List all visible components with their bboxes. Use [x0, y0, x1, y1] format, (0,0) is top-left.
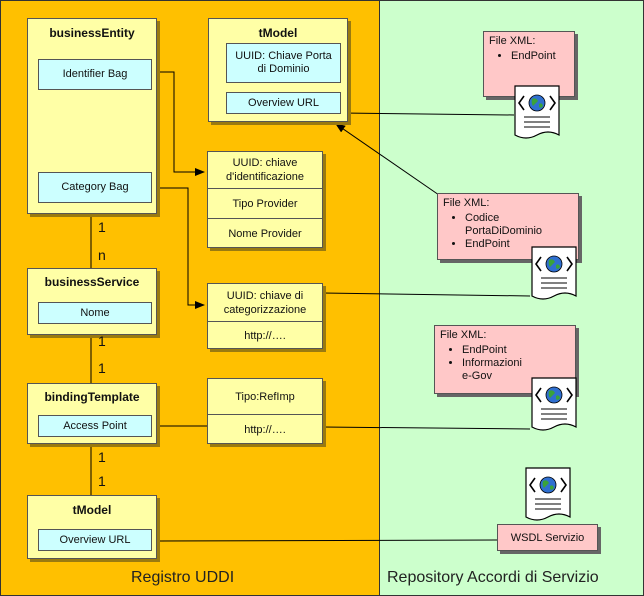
globe-document-icon [525, 467, 571, 521]
identifier-tipo-provider: Tipo Provider [208, 189, 322, 219]
multiplicity-label: 1 [98, 333, 106, 349]
identifier-box: UUID: chiave d'identificazione Tipo Prov… [207, 151, 323, 248]
business-entity-title: businessEntity [49, 26, 135, 40]
multiplicity-label: 1 [98, 473, 106, 489]
registry-title: Registro UDDI [131, 569, 235, 586]
identifier-uuid: UUID: chiave d'identificazione [208, 152, 322, 189]
globe-document-icon [531, 377, 577, 431]
category-url: http://…. [244, 330, 286, 342]
tmodel-top-overview-url: Overview URL [226, 92, 341, 114]
category-bag: Category Bag [38, 172, 152, 203]
business-service-nome: Nome [38, 302, 152, 324]
note-item: EndPoint [462, 344, 570, 357]
multiplicity-label: 1 [98, 449, 106, 465]
note-item: Informazioni e-Gov [462, 357, 524, 383]
category-uuid: UUID: chiave di categorizzazione [208, 284, 322, 322]
wsdl-servizio-note: WSDL Servizio [497, 524, 598, 551]
business-entity-box: businessEntity Identifier Bag Category B… [27, 18, 157, 214]
binding-template-title: bindingTemplate [44, 390, 140, 404]
tmodel-bottom-box: tModel Overview URL [27, 495, 157, 559]
tipo-url: http://…. [244, 424, 286, 436]
globe-document-icon [531, 246, 577, 300]
tmodel-bottom-title: tModel [72, 503, 112, 517]
category-box: UUID: chiave di categorizzazione http://… [207, 283, 323, 349]
access-point: Access Point [38, 415, 152, 437]
tipo-refimp: Tipo:RefImp [208, 379, 322, 415]
multiplicity-label: n [98, 247, 106, 263]
identifier-bag: Identifier Bag [38, 59, 152, 90]
note-item: EndPoint [465, 238, 573, 251]
note-title: File XML: [489, 35, 536, 47]
business-service-title: businessService [44, 275, 140, 289]
multiplicity-label: 1 [98, 219, 106, 235]
tmodel-top-title: tModel [258, 26, 298, 40]
repository-title: Repository Accordi di Servizio [387, 569, 599, 586]
note-item: EndPoint [511, 50, 569, 63]
note-item: Codice PortaDiDominio [465, 212, 553, 238]
binding-template-box: bindingTemplate Access Point [27, 383, 157, 444]
note-title: File XML: [443, 197, 490, 209]
repository-panel [379, 0, 644, 596]
tipo-box: Tipo:RefImp http://…. [207, 378, 323, 444]
note-title: File XML: [440, 329, 487, 341]
tmodel-top-box: tModel UUID: Chiave Porta di Dominio Ove… [208, 18, 348, 122]
multiplicity-label: 1 [98, 360, 106, 376]
tmodel-bottom-overview-url: Overview URL [38, 529, 152, 551]
tmodel-top-uuid: UUID: Chiave Porta di Dominio [226, 43, 341, 83]
identifier-nome-provider: Nome Provider [228, 228, 302, 240]
globe-document-icon [514, 85, 560, 139]
business-service-box: businessService Nome [27, 268, 157, 335]
